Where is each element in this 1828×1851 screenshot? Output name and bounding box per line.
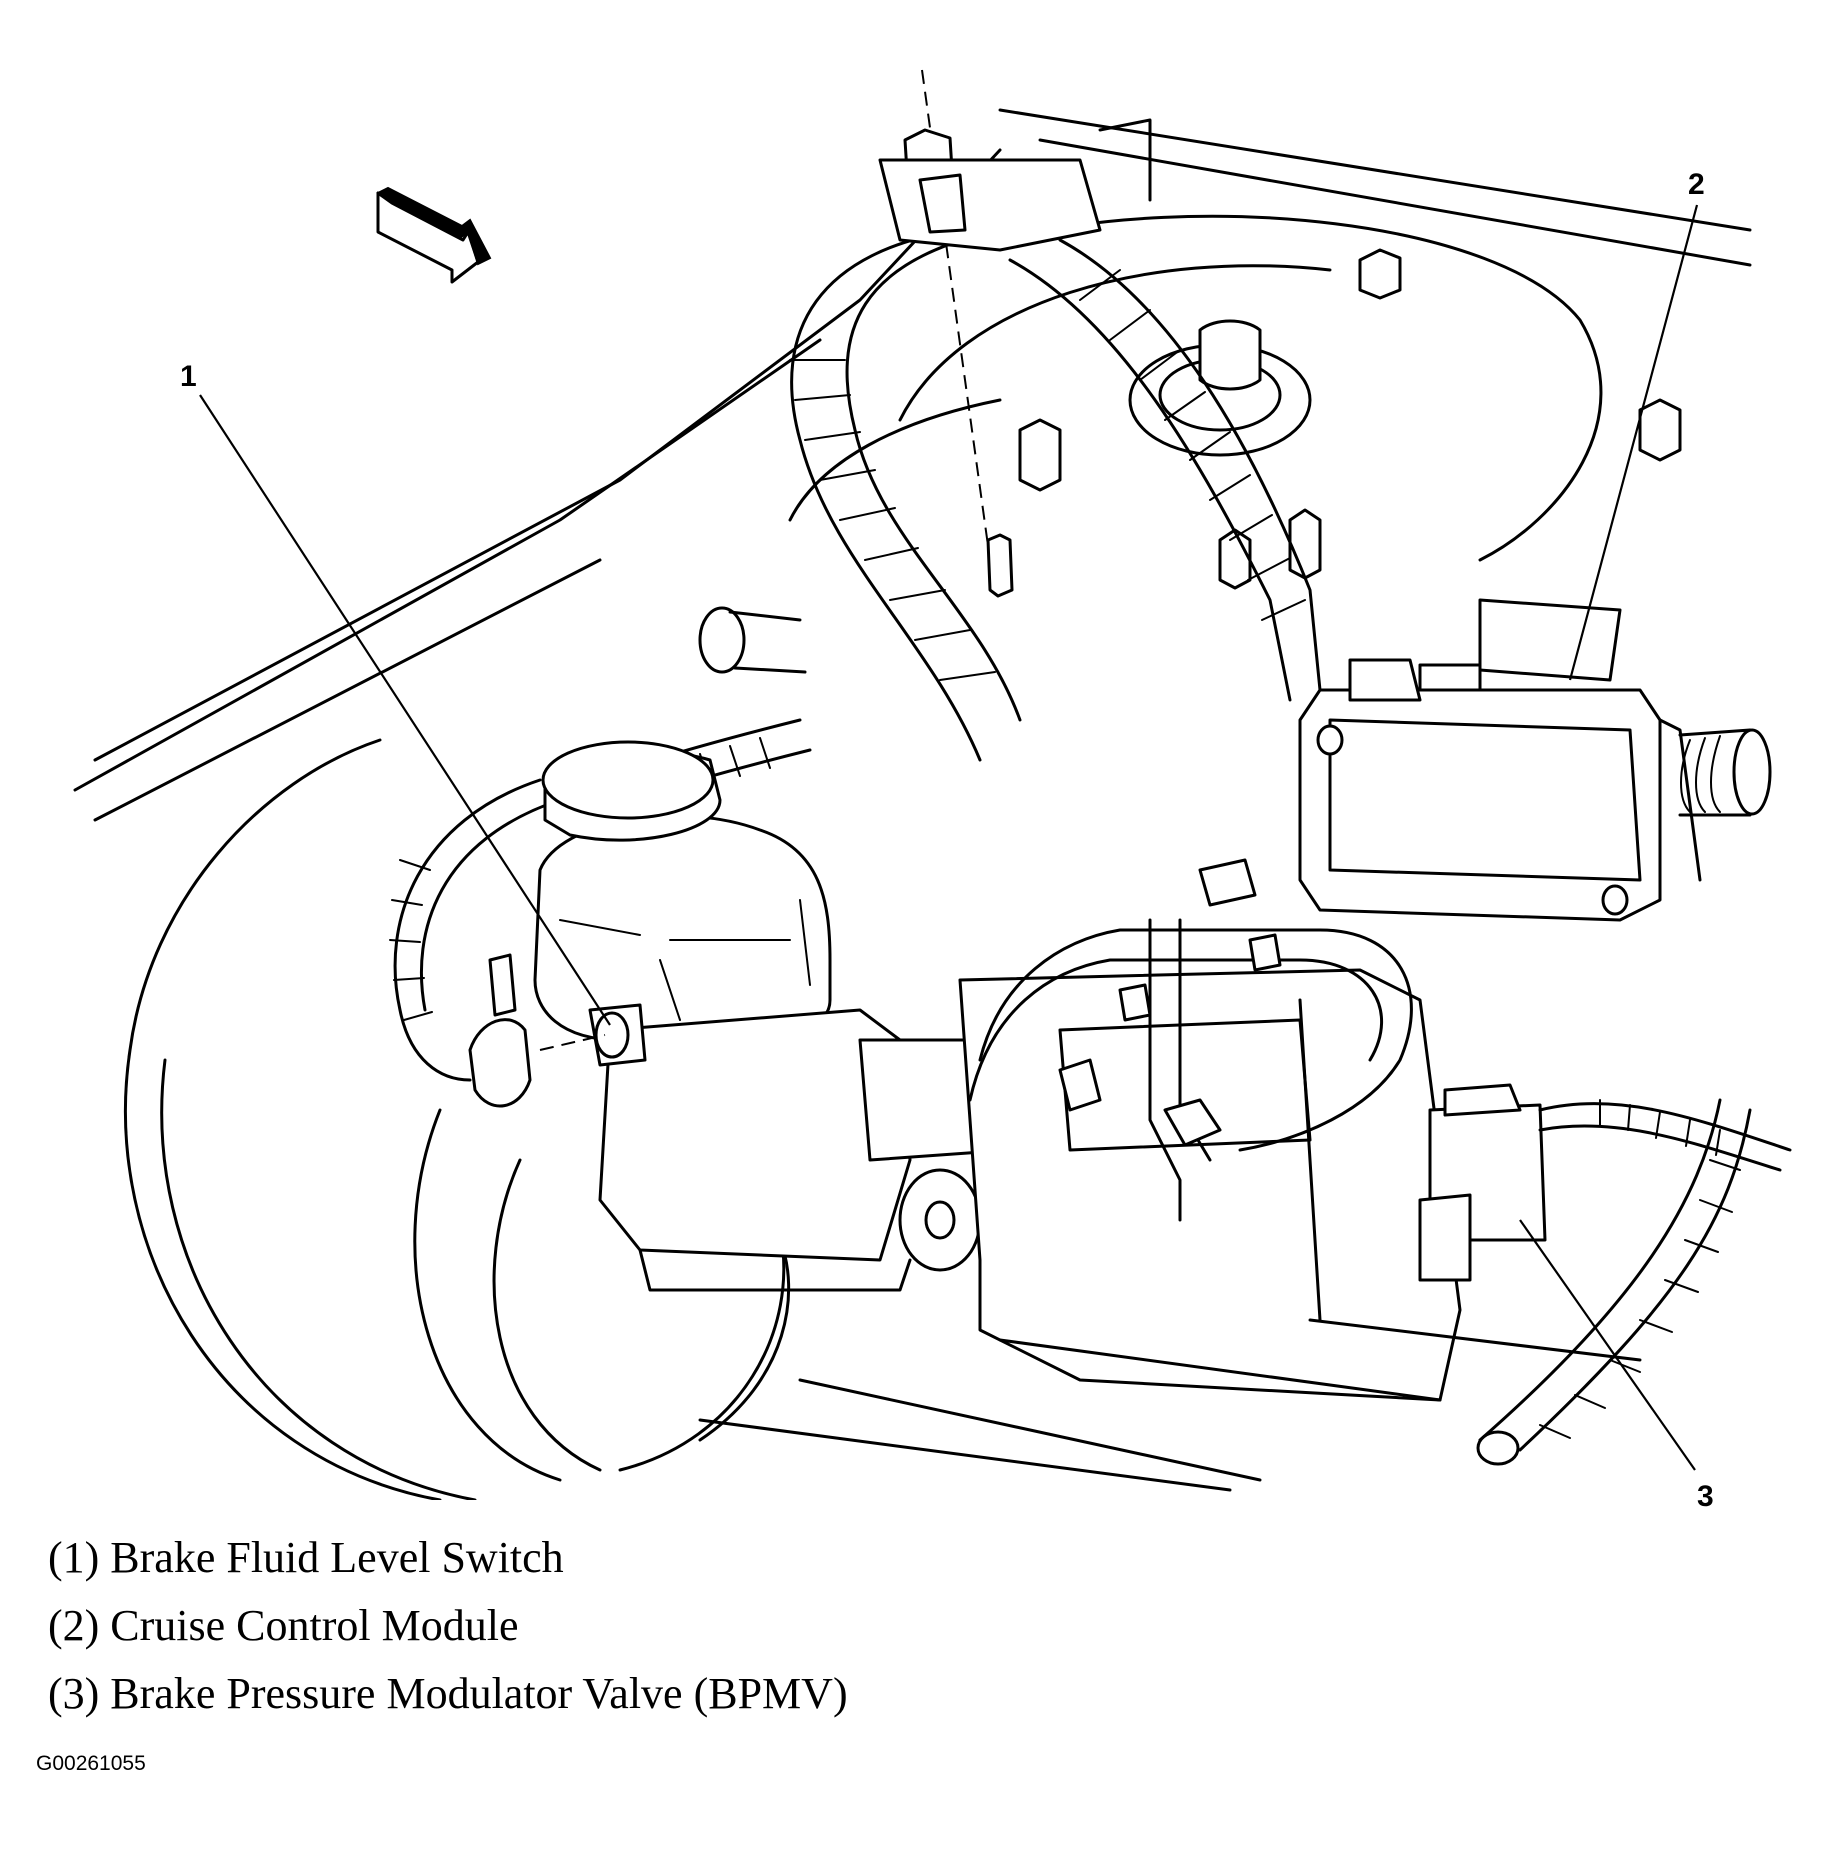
brake-lines [968, 858, 1413, 1222]
legend-item-1: (1) Brake Fluid Level Switch [48, 1533, 564, 1582]
cruise-control-module [1298, 598, 1702, 922]
brake-fluid-level-switch [468, 953, 647, 1108]
stud-nut [1018, 248, 1682, 590]
legend: (1) Brake Fluid Level Switch (2) Cruise … [48, 1530, 848, 1734]
leader-lines [199, 204, 1699, 1471]
harness-ribs [789, 269, 1306, 681]
brake-fluid-reservoir [533, 740, 832, 1042]
corrugated-tube [1678, 728, 1772, 817]
leader-line-1 [199, 394, 611, 1026]
legend-item-2: (2) Cruise Control Module [48, 1601, 519, 1650]
bpmv-connector [1418, 1083, 1792, 1466]
vacuum-hose [698, 606, 807, 674]
mounting-nut [903, 69, 1014, 598]
wiring-harness [389, 158, 1322, 1082]
callout-3: 3 [1697, 1480, 1714, 1513]
front-arrow-icon [376, 186, 492, 284]
leader-line-3 [1519, 1219, 1696, 1471]
strut-tower [788, 214, 1682, 590]
legend-item-3: (3) Brake Pressure Modulator Valve (BPMV… [48, 1669, 848, 1718]
brake-booster [124, 738, 791, 1500]
figure-id: G00261055 [36, 1752, 146, 1775]
component-diagram [73, 69, 1792, 1500]
callout-2: 2 [1688, 168, 1705, 201]
master-cylinder [598, 1008, 1012, 1292]
leader-line-2 [1568, 204, 1699, 681]
callout-1: 1 [180, 360, 197, 393]
